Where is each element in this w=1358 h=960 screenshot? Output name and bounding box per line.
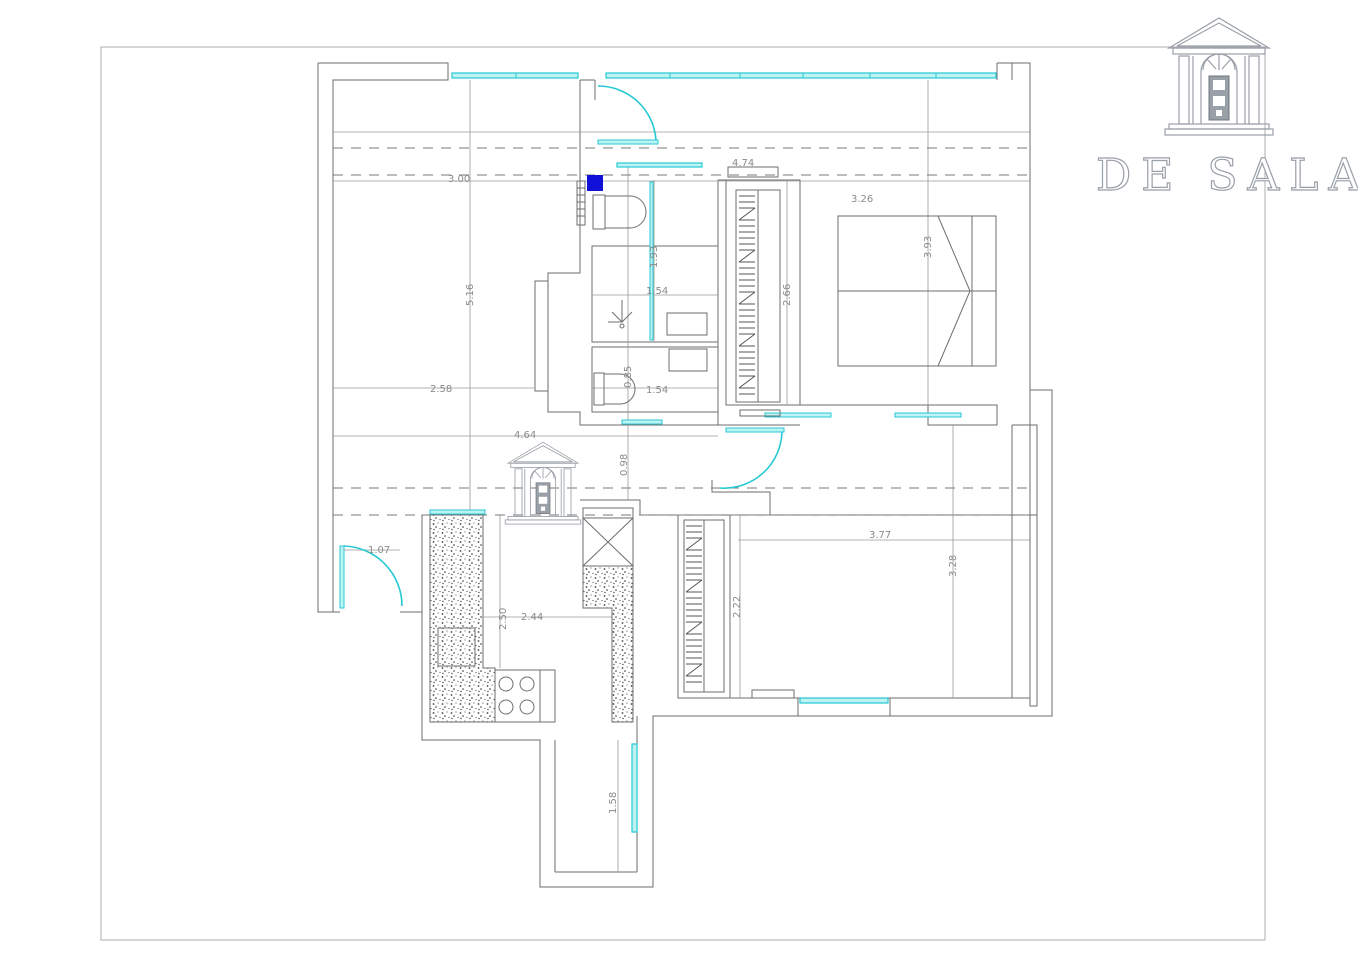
window-kitchen — [631, 743, 638, 833]
toilet-tank-2 — [593, 372, 605, 406]
door-leaf-bedroom1b — [894, 412, 962, 418]
window-bedroom2 — [799, 697, 889, 704]
dim-label: 2.58 — [430, 384, 452, 395]
dim-label: 1.54 — [646, 385, 668, 396]
radiator-2 — [751, 689, 795, 699]
dim-label: 3.93 — [923, 236, 934, 258]
dim-label: 3.26 — [851, 194, 873, 205]
dim-label: 2.44 — [521, 612, 543, 623]
dim-label: 4.74 — [732, 158, 754, 169]
kitchen-sink — [437, 627, 476, 667]
door-swing-top — [597, 85, 657, 141]
windows — [451, 72, 997, 833]
dim-label: 3.77 — [869, 530, 891, 541]
brand-house-logo — [1164, 17, 1274, 136]
dim-label: 1.93 — [649, 246, 660, 268]
hanger-mark — [738, 375, 756, 389]
kitchen — [429, 507, 634, 723]
dim-label: 3.28 — [948, 555, 959, 577]
dim-label: 0.85 — [623, 366, 634, 388]
wardrobe-hangers — [738, 195, 756, 395]
brand-name: DE SALAS — [1096, 150, 1358, 201]
hanger-mark — [685, 537, 703, 551]
double-bed — [837, 215, 997, 367]
kitchen-counter-left — [429, 514, 496, 723]
door-leaf-wc — [621, 419, 663, 425]
bathroom-fixtures — [576, 175, 708, 406]
beam-dashed-lines — [333, 147, 1030, 516]
kitchen-counter-right — [582, 565, 634, 723]
dim-label: 3.00 — [448, 174, 470, 185]
dim-label: 5.16 — [465, 284, 476, 306]
dim-label: 1.58 — [608, 792, 619, 814]
door-leaf-terrace — [339, 545, 345, 609]
radiator-1b — [739, 409, 781, 417]
dim-label: 4.64 — [514, 430, 536, 441]
interior-walls — [534, 79, 1037, 716]
outer-walls — [317, 62, 1053, 888]
sheet-border — [100, 46, 1266, 941]
hanger-mark — [685, 663, 703, 677]
toilet-bowl — [605, 195, 647, 229]
door-leaf-bath — [649, 181, 654, 341]
radiator-1 — [727, 166, 779, 178]
dim-label: 1.07 — [368, 545, 390, 556]
door-leaf-entrance — [429, 509, 486, 515]
marker-square — [587, 175, 603, 191]
toilet-bowl-2 — [604, 373, 636, 405]
hanger-mark — [738, 333, 756, 347]
wardrobe-bedroom2 — [683, 519, 725, 693]
hanger-mark — [685, 579, 703, 593]
window-top — [605, 72, 997, 79]
dim-label: 1.54 — [646, 286, 668, 297]
wardrobe-bedroom1 — [735, 189, 781, 403]
wardrobe-hangers-2 — [685, 525, 703, 683]
dim-label: 2.22 — [732, 596, 743, 618]
shower-drain-icon — [608, 300, 633, 329]
dimension-lines — [333, 80, 1030, 872]
door-leaf-hall — [725, 427, 785, 433]
window-living — [451, 72, 579, 79]
dim-label: 0.98 — [619, 454, 630, 476]
hanger-mark — [738, 291, 756, 305]
dim-label: 2.50 — [498, 608, 509, 630]
sink-2 — [668, 348, 708, 372]
dim-label: 2.66 — [782, 284, 793, 306]
window-bath — [616, 162, 703, 168]
hanger-mark — [685, 621, 703, 635]
hanger-mark — [738, 207, 756, 221]
door-leaf-entry-top — [597, 139, 659, 145]
toilet-tank — [592, 194, 606, 230]
doors — [339, 85, 962, 609]
entrance-house-icon — [504, 441, 582, 525]
door-leaf-bedroom1 — [764, 412, 832, 418]
door-swing-terrace — [343, 545, 403, 607]
sink — [666, 312, 708, 336]
dimension-labels: 3.00 4.74 3.26 3.93 5.16 1.93 1.54 2.66 … — [368, 158, 959, 814]
door-swing-hall — [719, 431, 783, 489]
hanger-mark — [738, 249, 756, 263]
